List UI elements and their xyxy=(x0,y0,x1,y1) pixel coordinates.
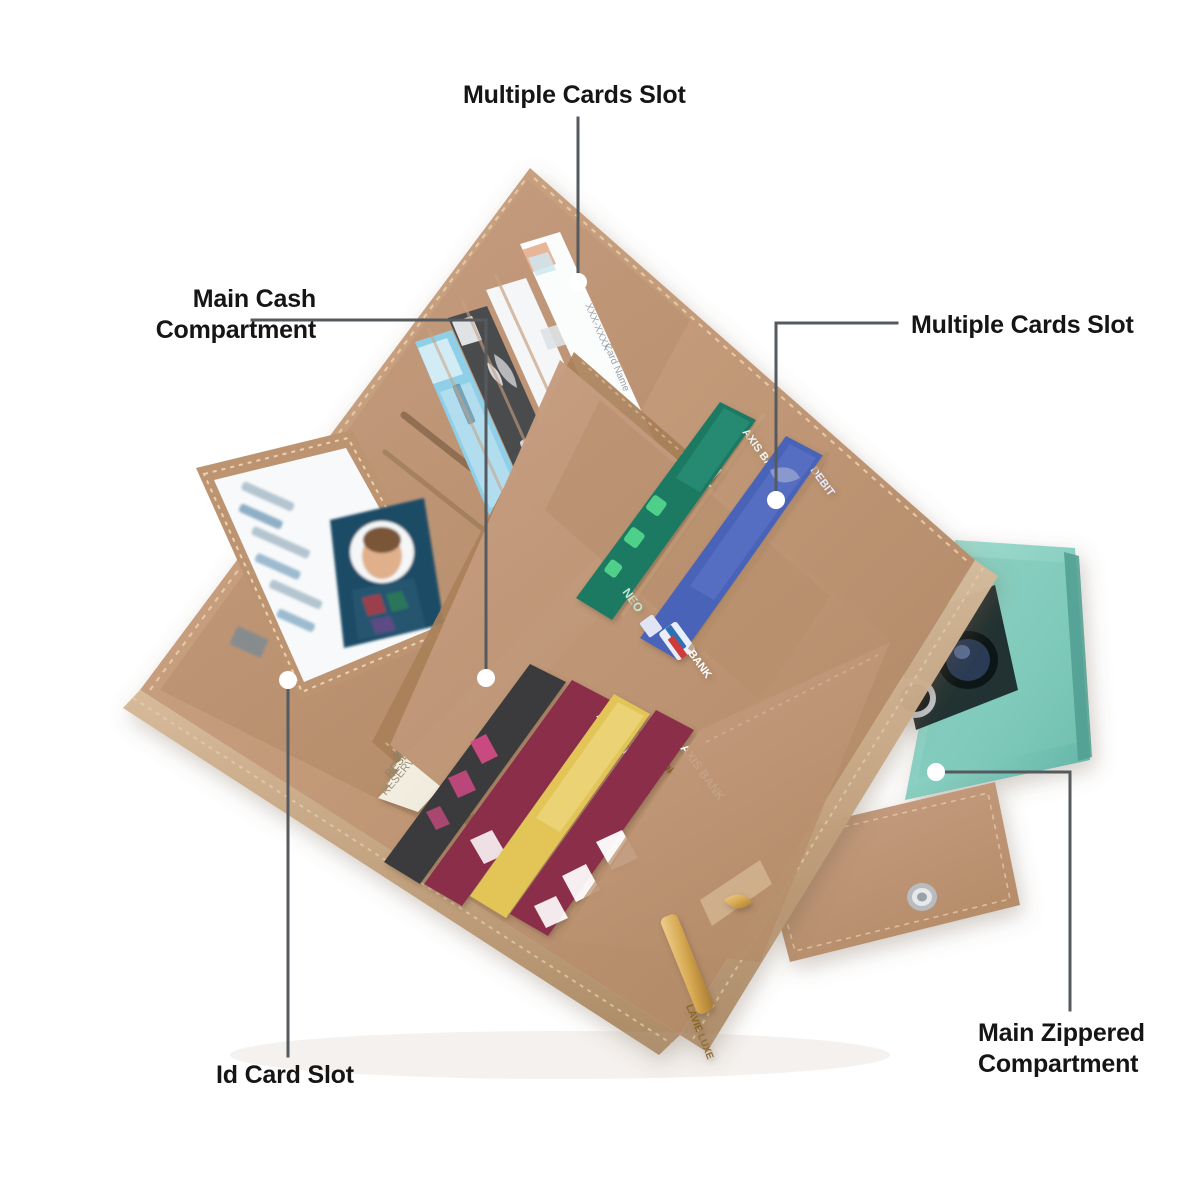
callout-label-main-cash-compartment: Main Cash Compartment xyxy=(155,285,317,344)
leader-dot-multiple-cards-slot-right xyxy=(767,491,785,509)
wallet-right-panel: AXIS BANK NEO DEBIT HDFC BANK xyxy=(384,360,890,1000)
leader-line-main-cash-compartment xyxy=(250,318,488,680)
id-card xyxy=(214,448,444,682)
leader-line-multiple-cards-slot-right xyxy=(774,321,899,502)
leader-dot-multiple-cards-slot-top xyxy=(569,273,587,291)
card-dark-pink xyxy=(384,664,566,884)
leader-dot-main-zippered-compartment xyxy=(927,763,945,781)
callout-label-id-card-slot: Id Card Slot xyxy=(216,1061,354,1089)
leader-dot-main-cash-compartment xyxy=(477,669,495,687)
callout-label-multiple-cards-slot-top: Multiple Cards Slot xyxy=(463,81,686,109)
callout-label-multiple-cards-slot-right: Multiple Cards Slot xyxy=(911,311,1134,339)
id-portrait xyxy=(330,498,444,648)
leader-dot-id-card-slot xyxy=(279,671,297,689)
snap-button xyxy=(907,883,937,911)
leader-line-main-zippered-compartment xyxy=(934,770,1072,1012)
lower-card-slots: AXIS BANK ICICI Bank AXIS BANK xyxy=(384,664,728,944)
wallet-left-panel: XXX-XXXX Card Name xyxy=(160,180,690,820)
callout-label-main-zippered-compartment: Main Zippered Compartment xyxy=(978,1019,1145,1078)
id-card-slot-pocket xyxy=(196,430,462,700)
